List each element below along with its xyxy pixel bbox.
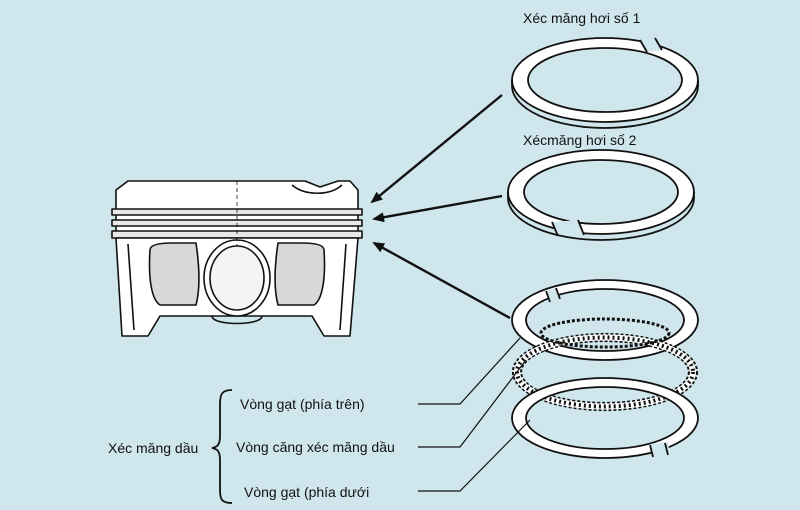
arrow-oil-ring <box>372 241 511 320</box>
oil-rail-lower <box>511 377 699 459</box>
piston <box>111 180 363 337</box>
leader-lower-rail <box>418 419 531 492</box>
compression-ring-1 <box>511 37 699 129</box>
leader-upper-rail <box>418 337 521 405</box>
oil-rail-upper <box>511 279 699 361</box>
leader-expander <box>418 359 527 448</box>
label-oil-rail-lower: Vòng gạt (phía dưới <box>244 484 370 500</box>
label-compression-ring-1: Xéc măng hơi số 1 <box>523 10 641 26</box>
oil-ring-brace <box>211 389 233 504</box>
label-oil-expander: Vòng căng xéc măng dầu <box>236 439 395 455</box>
arrow-ring-2 <box>372 194 503 223</box>
label-oil-ring: Xéc măng dầu <box>108 440 199 456</box>
compression-ring-2 <box>507 149 695 241</box>
label-compression-ring-2: Xécmăng hơi số 2 <box>523 132 637 148</box>
expander-teeth <box>539 317 671 349</box>
leader-lines <box>418 337 531 492</box>
label-oil-rail-upper: Vòng gạt (phía trên) <box>240 396 365 412</box>
arrow-ring-1 <box>370 94 503 204</box>
arrows <box>370 94 511 320</box>
